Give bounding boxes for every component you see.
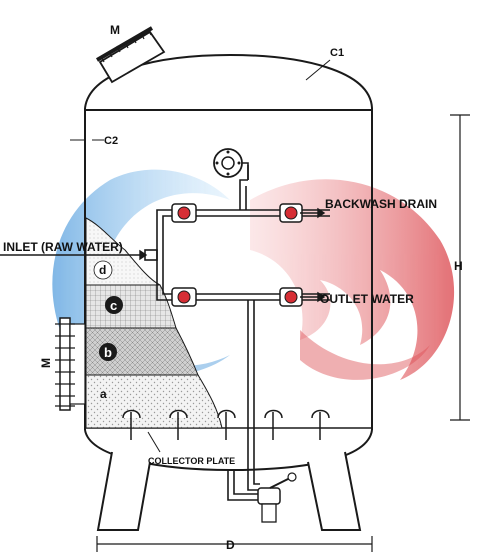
valve-inlet-bottom [171, 287, 197, 307]
manhole-top-label: M [110, 23, 120, 37]
c1-label: C1 [330, 47, 344, 59]
vessel-bottom-dish [84, 429, 373, 472]
outlet-label: OUTLET WATER [320, 292, 414, 306]
layer-c-badge [105, 296, 123, 314]
leg-left [96, 451, 151, 531]
inlet-label: INLET (RAW WATER) [3, 240, 123, 254]
top-manhole [95, 26, 166, 84]
layer-a-label: a [100, 387, 107, 401]
layer-b-badge [99, 343, 117, 361]
valve-drain-bottom [257, 472, 297, 523]
layer-d-label: d [99, 263, 106, 277]
side-manhole [55, 317, 86, 411]
flow-arrows [139, 207, 326, 303]
collector-nozzles [122, 409, 330, 440]
c2-label: C2 [104, 135, 118, 147]
c1-leader [305, 59, 331, 81]
vessel-top-dome [84, 53, 373, 109]
valve-outlet [279, 287, 303, 307]
valve-backwash-drain [279, 203, 303, 223]
layer-c-label: c [110, 298, 117, 313]
backwash-drain-label: BACKWASH DRAIN [325, 197, 437, 211]
diameter-label: D [226, 538, 235, 552]
valve-inlet-top [171, 203, 197, 223]
leg-right [307, 451, 362, 531]
piping [0, 165, 330, 501]
layer-d-badge [93, 260, 113, 280]
layer-a [85, 374, 223, 429]
height-dimension [450, 114, 470, 421]
diameter-dimension [96, 536, 373, 552]
collector-plate-label: COLLECTOR PLATE [148, 456, 235, 466]
layer-b-label: b [104, 345, 112, 360]
height-label: H [454, 259, 463, 273]
air-vent-flange [213, 148, 249, 180]
manhole-side-label: M [39, 358, 53, 368]
collector-plate-leader [147, 431, 161, 453]
